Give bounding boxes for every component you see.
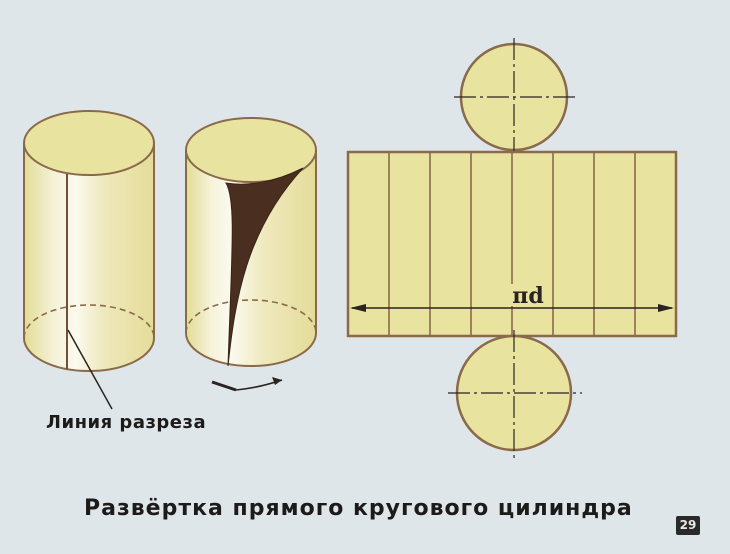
cylinder-being-unrolled xyxy=(185,117,317,392)
dimension-line xyxy=(350,304,674,312)
dimension-label: πd xyxy=(512,283,544,309)
cylinder-1-body xyxy=(23,142,155,372)
cylinder-with-cut-line xyxy=(23,110,155,410)
cut-line-label: Линия разреза xyxy=(46,412,207,433)
cylinder-net: πd xyxy=(346,38,678,462)
cylinder-2-body xyxy=(185,149,317,367)
diagram-title: Развёртка прямого кругового цилиндра xyxy=(84,496,633,521)
cylinder-2-top xyxy=(185,117,317,183)
cylinder-2-bottom-back-edge xyxy=(185,299,317,334)
net-segment-lines xyxy=(388,152,636,336)
cylinder-2-peeled-strip xyxy=(225,167,304,367)
cut-line-leader xyxy=(67,329,113,410)
page-number-badge: 29 xyxy=(676,516,700,535)
rotation-arrow xyxy=(211,377,283,392)
cylinder-1-top xyxy=(23,110,155,176)
cylinder-1-bottom-back-edge xyxy=(23,304,155,339)
